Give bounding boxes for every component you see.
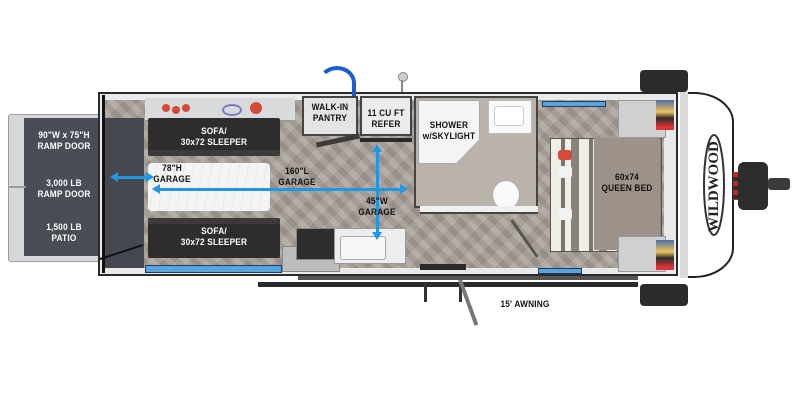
length-dimension-arrow	[158, 188, 402, 191]
toy-icon	[182, 104, 190, 112]
ramp-door-panel	[24, 118, 102, 256]
stabilizer-jack-top	[640, 70, 688, 92]
awning-label: 15' AWNING	[500, 299, 550, 309]
bathroom-sink-icon	[494, 106, 524, 126]
shower-label: SHOWER w/SKYLIGHT	[422, 120, 476, 141]
wildwood-logo-icon: WILDWOOD	[703, 134, 725, 236]
stove-icon	[296, 228, 338, 260]
helmet-icon	[250, 102, 262, 114]
front-cap-edge	[680, 92, 688, 278]
arrow-head-right-icon	[146, 172, 154, 182]
arrow-head-left-icon	[110, 172, 118, 182]
hitch-coupler-icon	[768, 178, 790, 190]
toy-icon	[162, 104, 170, 112]
width-dimension-arrow	[376, 150, 379, 234]
tongue-jack-icon	[738, 162, 768, 210]
tire-icon	[222, 104, 242, 116]
pillow-icon	[558, 150, 572, 160]
height-dimension-arrow	[114, 176, 148, 179]
ramp-door-size-label: 90"W x 75"H RAMP DOOR	[37, 130, 91, 151]
sofa-sleeper-bottom	[148, 218, 280, 258]
window-icon	[656, 240, 674, 270]
garage-wall-panel	[104, 118, 144, 268]
garage-width-label: 45"W GARAGE	[358, 196, 396, 217]
sewer-hose-icon	[318, 66, 356, 100]
toy-icon	[172, 106, 180, 114]
window-icon	[656, 100, 674, 130]
pillow-icon	[558, 166, 572, 178]
sofa-bottom-label: SOFA/ 30x72 SLEEPER	[180, 226, 248, 247]
water-inlet-stem	[401, 80, 403, 92]
sofa-top-label: SOFA/ 30x72 SLEEPER	[180, 126, 248, 147]
awning-rail	[298, 276, 638, 280]
water-inlet-icon	[398, 72, 408, 82]
sofa-sleeper-top	[148, 118, 280, 156]
entry-steps	[424, 282, 462, 302]
bathroom-wall	[420, 206, 538, 214]
arrow-head-right-icon	[400, 184, 408, 194]
floor-vent	[145, 265, 282, 273]
refer-label: 11 CU FT REFER	[367, 108, 405, 129]
walk-in-pantry	[302, 96, 358, 136]
garage-floor-area	[148, 163, 270, 211]
entry-door	[420, 264, 466, 270]
ramp-door-divider	[8, 186, 26, 188]
ramp-door-capacity-label: 3,000 LB RAMP DOOR	[37, 178, 91, 199]
awning	[258, 282, 638, 287]
arrow-head-left-icon	[152, 184, 160, 194]
refrigerator-base	[360, 138, 412, 142]
bedroom-vent-top	[542, 101, 606, 107]
kitchen-sink-icon	[340, 236, 386, 260]
arrow-head-down-icon	[372, 232, 382, 240]
bed-label: 60x74 QUEEN BED	[601, 172, 653, 193]
toilet-icon	[492, 180, 520, 210]
patio-capacity-label: 1,500 LB PATIO	[46, 222, 82, 243]
pillow-icon	[558, 208, 572, 220]
bed-lower-half	[594, 138, 660, 250]
refrigerator	[360, 96, 412, 136]
arrow-head-up-icon	[372, 144, 382, 152]
rear-wall	[102, 95, 105, 273]
garage-length-label: 160"L GARAGE	[278, 166, 316, 187]
marker-lights	[733, 172, 739, 200]
garage-height-label: 78"H GARAGE	[153, 163, 191, 184]
logo-text: WILDWOOD	[706, 141, 722, 232]
bedroom-vent-bottom	[538, 268, 582, 274]
pantry-label: WALK-IN PANTRY	[311, 102, 349, 123]
stabilizer-jack-bottom	[640, 284, 688, 306]
